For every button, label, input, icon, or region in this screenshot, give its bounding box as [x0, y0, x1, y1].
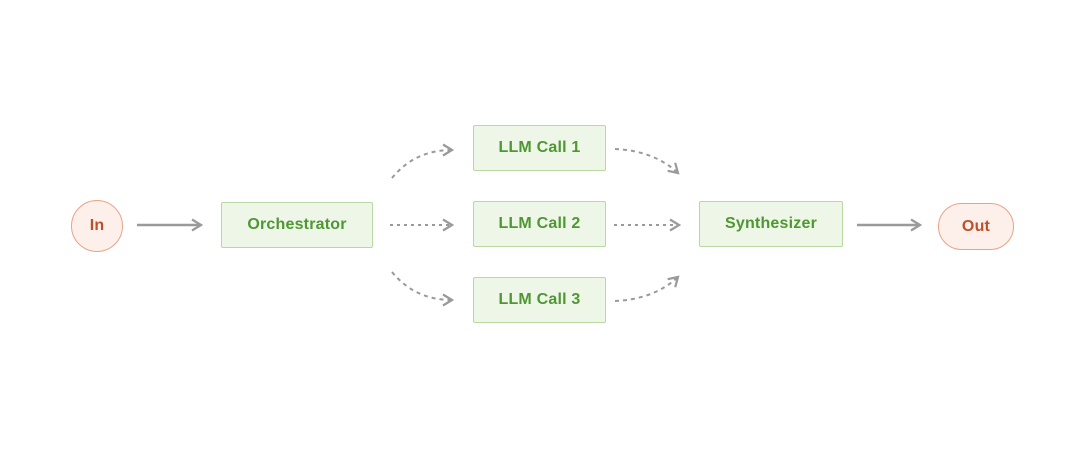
llm-call-2-node: LLM Call 2	[473, 201, 606, 247]
synthesizer-label: Synthesizer	[724, 215, 817, 232]
input-terminal-node: In	[71, 200, 123, 252]
synthesizer-node: Synthesizer	[699, 201, 843, 247]
output-terminal-node: Out	[938, 203, 1014, 250]
dashed-arrow-llm3-to-synthesizer	[614, 277, 678, 302]
orchestrator-node: Orchestrator	[221, 202, 373, 248]
llm-call-3-label: LLM Call 3	[498, 291, 581, 308]
dashed-arrow-orchestrator-to-llm1	[391, 150, 452, 179]
llm-call-3-node: LLM Call 3	[473, 277, 606, 323]
orchestrator-label: Orchestrator	[247, 216, 347, 233]
dashed-arrow-llm1-to-synthesizer	[614, 148, 678, 173]
input-terminal-label: In	[89, 217, 105, 234]
output-terminal-label: Out	[961, 217, 991, 235]
llm-call-1-node: LLM Call 1	[473, 125, 606, 171]
dashed-arrow-orchestrator-to-llm3	[391, 271, 452, 300]
llm-call-2-label: LLM Call 2	[498, 215, 581, 232]
llm-call-1-label: LLM Call 1	[498, 139, 581, 156]
